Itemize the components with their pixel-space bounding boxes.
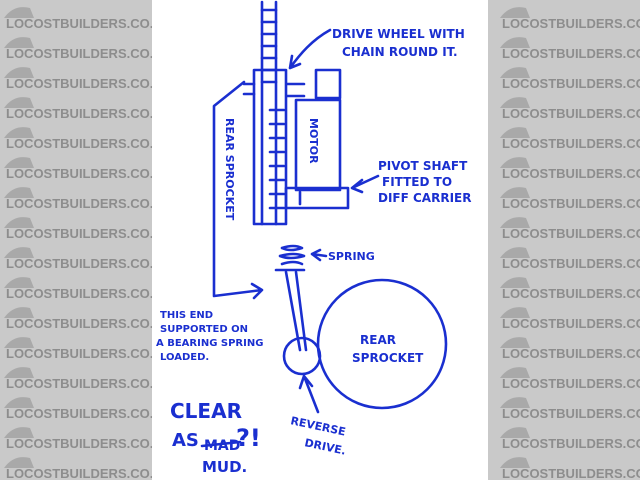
label-drive-wheel-1: DRIVE WHEEL WITH: [332, 27, 465, 41]
label-rear-sprocket-1: REAR: [360, 333, 396, 347]
label-pivot-3: DIFF CARRIER: [378, 191, 471, 205]
car-logo-icon: [500, 187, 530, 198]
car-logo-icon: [4, 67, 34, 78]
car-logo-icon: [500, 247, 530, 258]
watermark-text: LOCOSTBUILDERS.CO.UK: [6, 196, 173, 211]
watermark-text: LOCOSTBUILDERS.CO.UK: [6, 46, 173, 61]
watermark-text: LOCOSTBUILDERS.CO.UK: [502, 166, 640, 181]
car-logo-icon: [500, 427, 530, 438]
spring: [274, 244, 328, 272]
label-reverse-1: REVERSE: [289, 414, 346, 438]
chain-ladder: [260, 0, 278, 226]
pivot-arrow: [350, 174, 380, 194]
reverse-arrow: [298, 374, 320, 414]
watermark-text: LOCOSTBUILDERS.CO.UK: [502, 76, 640, 91]
label-bearing-3: A BEARING SPRING: [156, 338, 263, 349]
watermark-text: LOCOSTBUILDERS.CO.UK: [502, 436, 640, 451]
label-drive-wheel-2: CHAIN ROUND IT.: [342, 45, 458, 59]
car-logo-icon: [4, 427, 34, 438]
car-logo-icon: [500, 337, 530, 348]
drive-wheel-arrow: [288, 28, 332, 70]
watermark-text: LOCOSTBUILDERS.CO.UK: [502, 316, 640, 331]
watermark-text: LOCOSTBUILDERS.CO.UK: [6, 16, 173, 31]
label-as: AS: [172, 430, 199, 451]
label-reverse-2: DRIVE.: [303, 436, 347, 457]
watermark-text: LOCOSTBUILDERS.CO.UK: [502, 376, 640, 391]
car-logo-icon: [500, 217, 530, 228]
label-interrobang: ?!: [236, 424, 261, 452]
rear-sprocket-circle: [316, 278, 448, 410]
car-logo-icon: [4, 307, 34, 318]
car-logo-icon: [4, 97, 34, 108]
watermark-text: LOCOSTBUILDERS.CO.UK: [6, 76, 173, 91]
label-pivot-1: PIVOT SHAFT: [378, 159, 468, 173]
car-logo-icon: [4, 277, 34, 288]
watermark-text: LOCOSTBUILDERS.CO.UK: [6, 316, 173, 331]
label-bearing-1: THIS END: [160, 310, 213, 321]
label-bearing-2: SUPPORTED ON: [160, 324, 248, 335]
watermark-text: LOCOSTBUILDERS.CO.UK: [502, 106, 640, 121]
car-logo-icon: [4, 337, 34, 348]
motor: [284, 68, 350, 210]
watermark-text: LOCOSTBUILDERS.CO.UK: [502, 286, 640, 301]
watermark-text: LOCOSTBUILDERS.CO.UK: [6, 406, 173, 421]
label-bearing-4: LOADED.: [160, 352, 209, 363]
watermark-text: LOCOSTBUILDERS.CO.UK: [6, 346, 173, 361]
watermark-text: LOCOSTBUILDERS.CO.UK: [502, 16, 640, 31]
car-logo-icon: [4, 217, 34, 228]
car-logo-icon: [4, 157, 34, 168]
car-logo-icon: [4, 37, 34, 48]
car-logo-icon: [500, 157, 530, 168]
strikethrough-line: [200, 440, 242, 448]
watermark-text: LOCOSTBUILDERS.CO.UK: [6, 286, 173, 301]
watermark-text: LOCOSTBUILDERS.CO.UK: [502, 346, 640, 361]
watermark-text: LOCOSTBUILDERS.CO.UK: [6, 256, 173, 271]
car-logo-icon: [500, 37, 530, 48]
label-pivot-2: FITTED TO: [382, 175, 452, 189]
reverse-drive-wheel: [282, 336, 322, 376]
car-logo-icon: [500, 307, 530, 318]
car-logo-icon: [4, 367, 34, 378]
label-mud: MUD.: [202, 458, 247, 476]
car-logo-icon: [500, 67, 530, 78]
car-logo-icon: [4, 187, 34, 198]
car-logo-icon: [500, 397, 530, 408]
car-logo-icon: [500, 127, 530, 138]
car-logo-icon: [500, 367, 530, 378]
label-rear-sprocket-2: SPROCKET: [352, 351, 424, 365]
watermark-text: LOCOSTBUILDERS.CO.UK: [6, 226, 173, 241]
car-logo-icon: [4, 247, 34, 258]
watermark-text: LOCOSTBUILDERS.CO.UK: [6, 466, 173, 480]
car-logo-icon: [500, 277, 530, 288]
label-rear-sprocket-vertical: REAR SPROCKET: [223, 118, 236, 221]
car-logo-icon: [4, 397, 34, 408]
car-logo-icon: [500, 7, 530, 18]
car-logo-icon: [500, 97, 530, 108]
rear-sprocket-side-view: [242, 68, 306, 226]
car-logo-icon: [500, 457, 530, 468]
watermark-text: LOCOSTBUILDERS.CO.UK: [502, 46, 640, 61]
watermark-text: LOCOSTBUILDERS.CO.UK: [502, 466, 640, 480]
watermark-text: LOCOSTBUILDERS.CO.UK: [6, 106, 173, 121]
label-clear: CLEAR: [170, 399, 242, 423]
watermark-text: LOCOSTBUILDERS.CO.UK: [6, 136, 173, 151]
watermark-text: LOCOSTBUILDERS.CO.UK: [502, 256, 640, 271]
watermark-text: LOCOSTBUILDERS.CO.UK: [6, 376, 173, 391]
connector-line: [212, 80, 264, 300]
watermark-text: LOCOSTBUILDERS.CO.UK: [6, 166, 173, 181]
watermark-text: LOCOSTBUILDERS.CO.UK: [502, 226, 640, 241]
car-logo-icon: [4, 127, 34, 138]
paper-sheet: [152, 0, 488, 480]
car-logo-icon: [4, 7, 34, 18]
label-motor: MOTOR: [307, 118, 320, 164]
watermark-text: LOCOSTBUILDERS.CO.UK: [6, 436, 173, 451]
watermark-text: LOCOSTBUILDERS.CO.UK: [502, 196, 640, 211]
car-logo-icon: [4, 457, 34, 468]
watermark-text: LOCOSTBUILDERS.CO.UK: [502, 406, 640, 421]
label-spring: SPRING: [328, 250, 375, 263]
watermark-text: LOCOSTBUILDERS.CO.UK: [502, 136, 640, 151]
